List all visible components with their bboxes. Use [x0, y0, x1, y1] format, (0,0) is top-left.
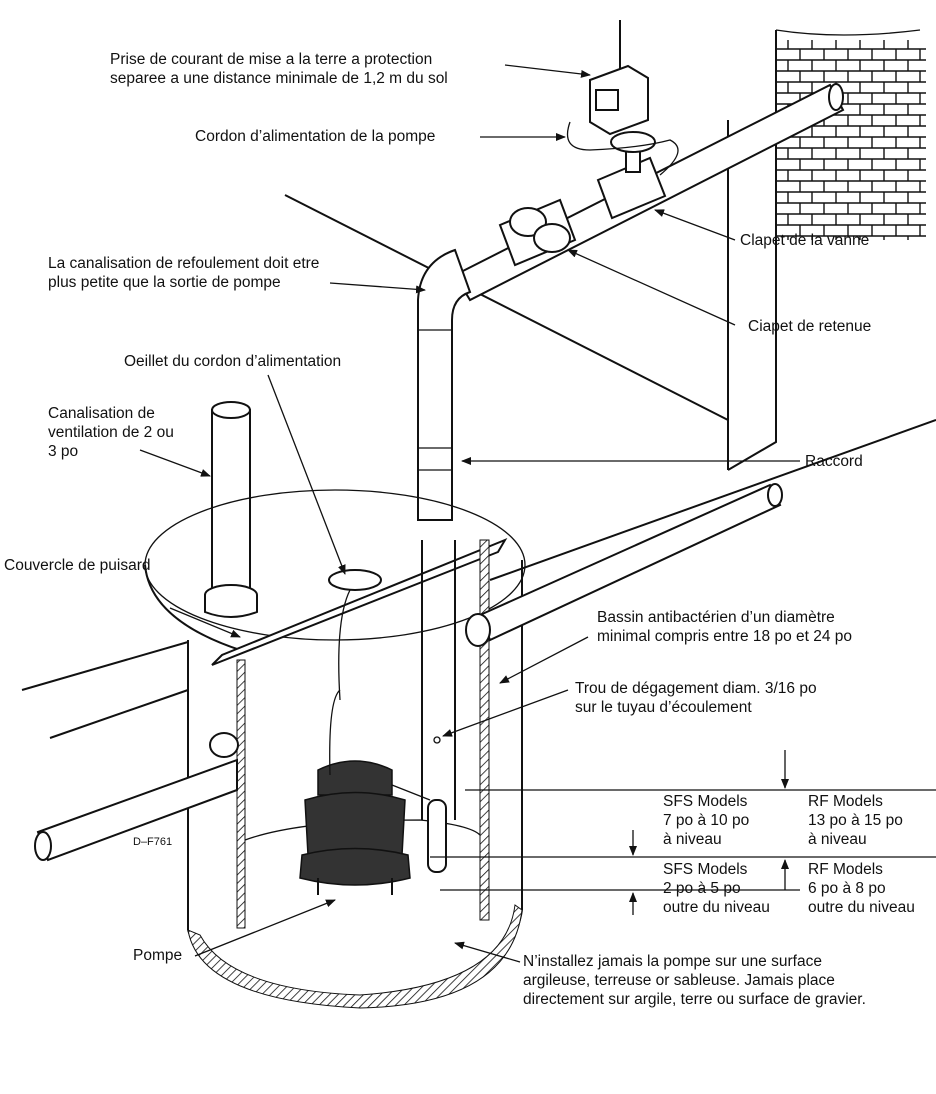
label-check-valve: Ciapet de retenue: [748, 318, 872, 335]
level-lines: [430, 750, 936, 915]
label-gate-valve: Clapet de la vanne: [740, 232, 870, 249]
label-warning: N’installez jamais la pompe sur une surf…: [523, 953, 866, 1008]
label-union: Raccord: [805, 453, 863, 470]
label-rf-on: RF Models 13 po à 15 po à niveau: [808, 793, 903, 848]
pump: [299, 689, 447, 895]
label-rf-off: RF Models 6 po à 8 po outre du niveau: [808, 861, 915, 916]
inlet-pipe: [465, 483, 783, 647]
label-drawing-code: D–F761: [133, 836, 173, 848]
relief-hole: [433, 736, 441, 744]
brick-wall: [727, 29, 926, 471]
discharge-pipe: [417, 83, 845, 521]
leader-arrows: [139, 64, 800, 963]
label-relief-hole: Trou de dégagement diam. 3/16 po sur le …: [575, 680, 817, 716]
riser-pipe: [338, 540, 456, 820]
basin-cover: [144, 489, 526, 666]
label-pump: Pompe: [133, 947, 183, 964]
left-pipe: [34, 732, 239, 862]
label-discharge-line: La canalisation de refoulement doit etre…: [48, 255, 320, 291]
label-outlet: Prise de courant de mise a la terre a pr…: [110, 51, 448, 87]
label-sfs-on: SFS Models 7 po à 10 po à niveau: [663, 793, 750, 848]
label-sfs-off: SFS Models 2 po à 5 po outre du niveau: [663, 861, 770, 916]
label-power-cord: Cordon d’alimentation de la pompe: [195, 128, 436, 145]
label-vent-pipe: Canalisation de ventilation de 2 ou 3 po: [48, 405, 174, 460]
vent-pipe: [204, 401, 258, 618]
label-basin-cover: Couvercle de puisard: [4, 557, 151, 574]
floor-lines: [21, 194, 936, 739]
outlet-box: [566, 20, 679, 176]
label-basin: Bassin antibactérien d’un diamètre minim…: [597, 609, 853, 645]
label-cord-grommet: Oeillet du cordon d’alimentation: [124, 353, 342, 370]
